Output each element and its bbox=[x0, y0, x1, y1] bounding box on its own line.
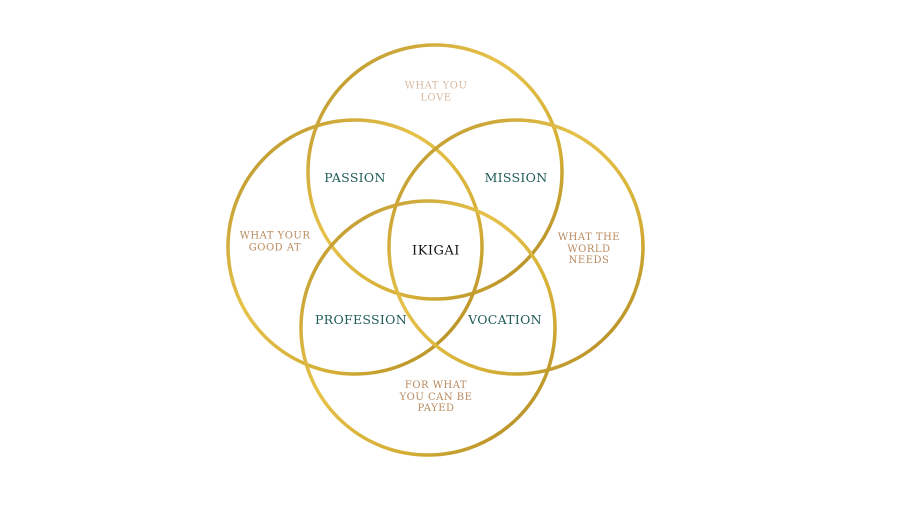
label-what-your-good-at: WHAT YOUR GOOD AT bbox=[239, 230, 311, 254]
label-what-the-world-needs: WHAT THE WORLD NEEDS bbox=[557, 231, 621, 266]
circle-good-at bbox=[226, 118, 484, 376]
label-profession: PROFESSION bbox=[315, 311, 407, 327]
label-vocation: VOCATION bbox=[468, 311, 542, 327]
label-mission: MISSION bbox=[484, 169, 548, 185]
circle-world-needs bbox=[387, 118, 645, 376]
circle-love bbox=[306, 43, 564, 301]
label-for-what-you-can-be-payed: FOR WHAT YOU CAN BE PAYED bbox=[399, 379, 473, 414]
label-passion: PASSION bbox=[324, 169, 386, 185]
label-ikigai: IKIGAI bbox=[412, 243, 460, 259]
label-what-you-love: WHAT YOU LOVE bbox=[404, 80, 468, 104]
circle-payed bbox=[299, 199, 557, 457]
